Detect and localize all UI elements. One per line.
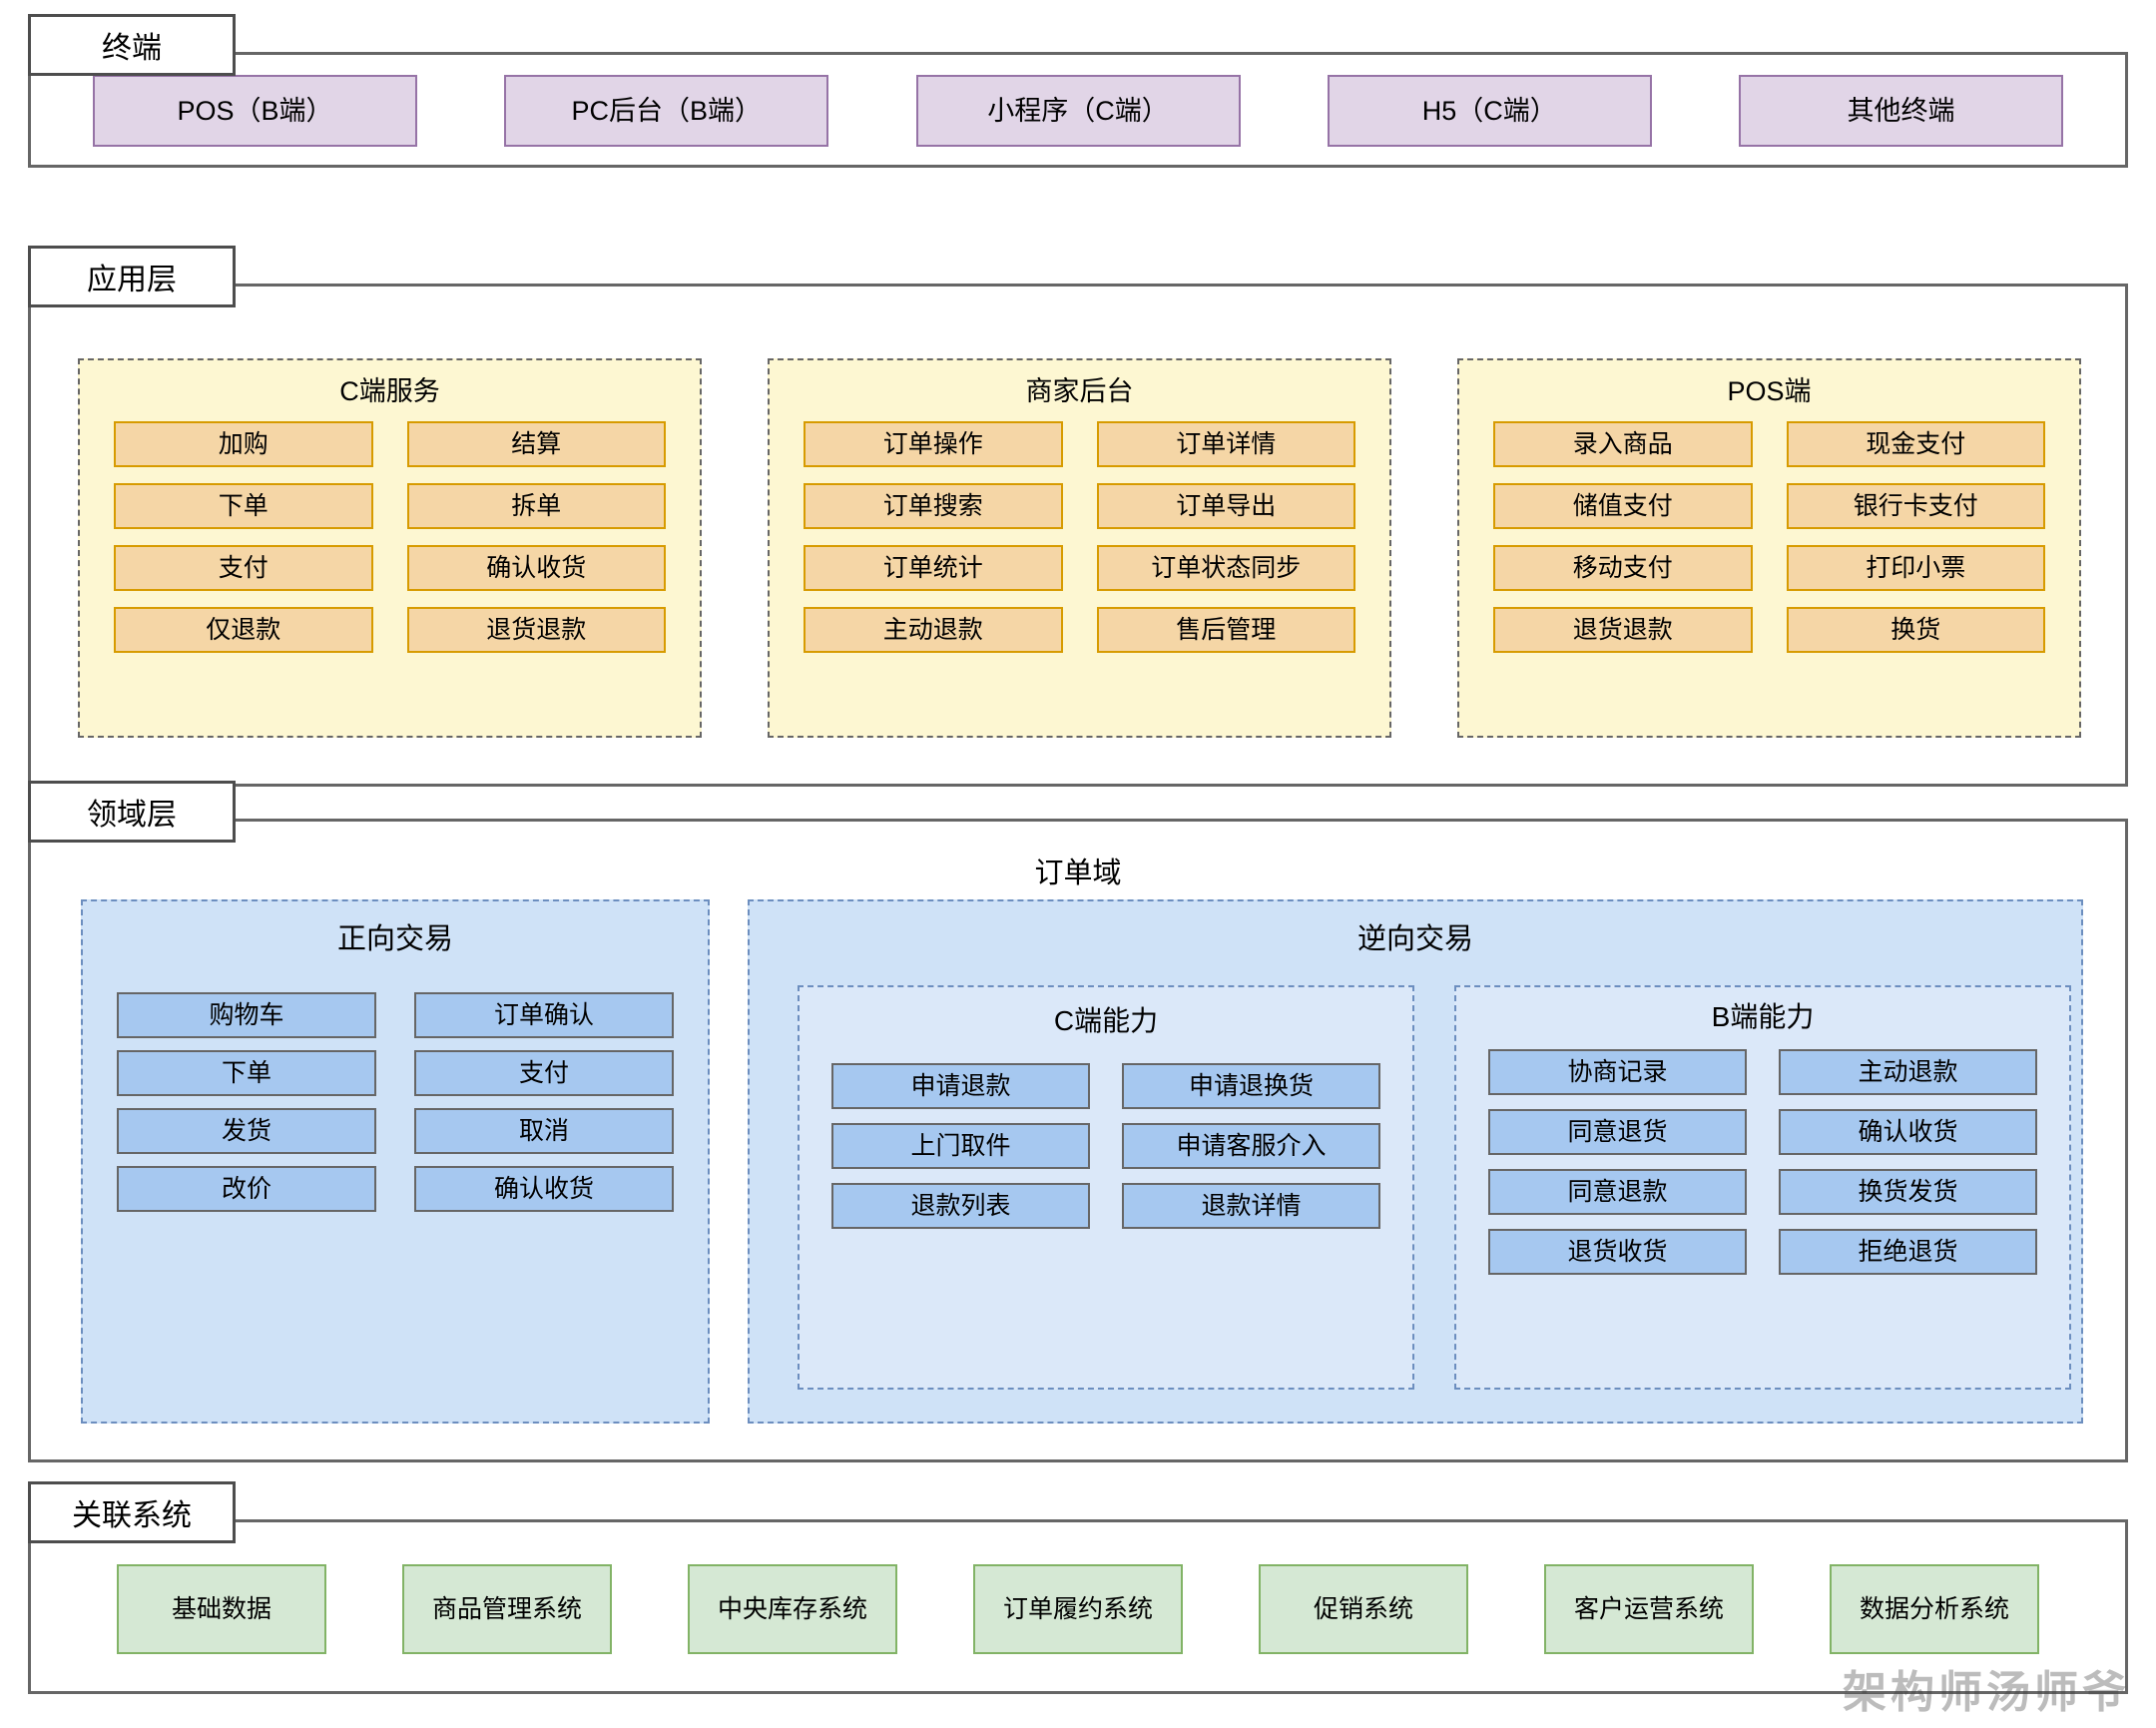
application-item[interactable]: 打印小票 [1786,545,2045,591]
related-systems-layer: 关联系统 基础数据 商品管理系统 中央库存系统 订单履约系统 促销系统 客户运营… [28,1481,2128,1694]
application-item[interactable]: 下单 [114,483,373,529]
terminal-item[interactable]: 小程序（C端） [915,75,1241,147]
domain-item[interactable]: 同意退货 [1488,1109,1747,1155]
domain-item[interactable]: 同意退款 [1488,1169,1747,1215]
application-item[interactable]: 加购 [114,421,373,467]
domain-item[interactable]: 发货 [117,1108,376,1154]
application-layer: 应用层 C端服务 加购 结算 下单 拆单 支付 确认收货 仅退款 退货退款 商家… [28,246,2128,787]
subgroup-grid: 申请退款 申请退换货 上门取件 申请客服介入 退款列表 退款详情 [800,1063,1412,1229]
related-systems-layer-tab: 关联系统 [28,1481,236,1543]
terminal-item[interactable]: 其他终端 [1739,75,2063,147]
group-grid: 购物车 订单确认 下单 支付 发货 取消 改价 确认收货 [83,992,708,1212]
application-item[interactable]: 退货退款 [406,607,666,653]
group-title: 正向交易 [336,923,453,955]
related-system-item[interactable]: 数据分析系统 [1830,1564,2039,1654]
domain-subgroup-b-capability: B端能力 协商记录 主动退款 同意退货 确认收货 同意退款 换货发货 退货收货 … [1454,985,2071,1390]
domain-subgroup-c-capability: C端能力 申请退款 申请退换货 上门取件 申请客服介入 退款列表 退款详情 [798,985,1414,1390]
application-item[interactable]: 结算 [406,421,666,467]
domain-group-reverse-transaction: 逆向交易 C端能力 申请退款 申请退换货 上门取件 申请客服介入 退款列表 退款… [748,899,2083,1424]
application-item[interactable]: 主动退款 [804,607,1063,653]
application-item[interactable]: 储值支付 [1493,483,1753,529]
group-title: C端服务 [339,376,440,406]
subgroup-grid: 协商记录 主动退款 同意退货 确认收货 同意退款 换货发货 退货收货 拒绝退货 [1456,1049,2069,1275]
related-systems-row: 基础数据 商品管理系统 中央库存系统 订单履约系统 促销系统 客户运营系统 数据… [31,1564,2125,1654]
application-item[interactable]: 订单状态同步 [1096,545,1355,591]
terminal-layer-title: 终端 [102,32,162,65]
application-group-merchant-backend: 商家后台 订单操作 订单详情 订单搜索 订单导出 订单统计 订单状态同步 主动退… [768,358,1391,738]
subgroup-title: C端能力 [1053,1005,1159,1036]
domain-item[interactable]: 订单确认 [414,992,674,1038]
group-title: POS端 [1727,376,1812,406]
terminal-layer-tab: 终端 [28,14,236,76]
terminal-item[interactable]: POS（B端） [93,75,417,147]
application-item[interactable]: 订单统计 [804,545,1063,591]
domain-item[interactable]: 拒绝退货 [1779,1229,2037,1275]
domain-item[interactable]: 主动退款 [1779,1049,2037,1095]
application-item[interactable]: 订单搜索 [804,483,1063,529]
domain-item[interactable]: 下单 [117,1050,376,1096]
domain-item[interactable]: 确认收货 [1779,1109,2037,1155]
domain-item[interactable]: 换货发货 [1779,1169,2037,1215]
application-layer-tab: 应用层 [28,246,236,307]
domain-item[interactable]: 确认收货 [414,1166,674,1212]
related-system-item[interactable]: 商品管理系统 [402,1564,612,1654]
related-system-item[interactable]: 客户运营系统 [1544,1564,1754,1654]
related-system-item[interactable]: 促销系统 [1259,1564,1468,1654]
application-item[interactable]: 支付 [114,545,373,591]
group-title: 商家后台 [1025,376,1134,406]
application-item[interactable]: 移动支付 [1493,545,1753,591]
domain-layer-tab: 领域层 [28,781,236,843]
application-item[interactable]: 录入商品 [1493,421,1753,467]
group-grid: 加购 结算 下单 拆单 支付 确认收货 仅退款 退货退款 [80,421,700,653]
group-title: 逆向交易 [1356,923,1473,955]
application-item[interactable]: 换货 [1786,607,2045,653]
order-domain-title: 订单域 [1034,858,1122,889]
application-group-pos: POS端 录入商品 现金支付 储值支付 银行卡支付 移动支付 打印小票 退货退款… [1457,358,2081,738]
domain-item[interactable]: 申请退款 [831,1063,1090,1109]
terminal-items-row: POS（B端） PC后台（B端） 小程序（C端） H5（C端） 其他终端 [31,75,2125,147]
domain-item[interactable]: 退款详情 [1122,1183,1380,1229]
application-item[interactable]: 订单导出 [1096,483,1355,529]
domain-item[interactable]: 支付 [414,1050,674,1096]
domain-item[interactable]: 取消 [414,1108,674,1154]
domain-item[interactable]: 退款列表 [831,1183,1090,1229]
terminal-layer: 终端 POS（B端） PC后台（B端） 小程序（C端） H5（C端） 其他终端 [28,14,2128,168]
group-grid: 订单操作 订单详情 订单搜索 订单导出 订单统计 订单状态同步 主动退款 售后管… [770,421,1389,653]
application-item[interactable]: 银行卡支付 [1786,483,2045,529]
domain-item[interactable]: 上门取件 [831,1123,1090,1169]
related-system-item[interactable]: 基础数据 [117,1564,326,1654]
application-group-c-service: C端服务 加购 结算 下单 拆单 支付 确认收货 仅退款 退货退款 [78,358,702,738]
terminal-item[interactable]: H5（C端） [1327,75,1652,147]
application-item[interactable]: 仅退款 [114,607,373,653]
application-item[interactable]: 订单详情 [1096,421,1355,467]
domain-group-forward-transaction: 正向交易 购物车 订单确认 下单 支付 发货 取消 改价 确认收货 [81,899,710,1424]
application-item[interactable]: 拆单 [406,483,666,529]
domain-layer-title: 领域层 [87,799,177,832]
domain-item[interactable]: 协商记录 [1488,1049,1747,1095]
application-item[interactable]: 售后管理 [1096,607,1355,653]
application-layer-title: 应用层 [87,264,177,296]
subgroup-title: B端能力 [1711,1001,1815,1032]
group-grid: 录入商品 现金支付 储值支付 银行卡支付 移动支付 打印小票 退货退款 换货 [1459,421,2079,653]
application-item[interactable]: 订单操作 [804,421,1063,467]
related-system-item[interactable]: 订单履约系统 [973,1564,1183,1654]
domain-item[interactable]: 改价 [117,1166,376,1212]
domain-item[interactable]: 申请客服介入 [1122,1123,1380,1169]
application-item[interactable]: 确认收货 [406,545,666,591]
application-item[interactable]: 现金支付 [1786,421,2045,467]
domain-layer: 领域层 订单域 正向交易 购物车 订单确认 下单 支付 发货 取消 改价 确认收… [28,781,2128,1462]
terminal-item[interactable]: PC后台（B端） [504,75,829,147]
domain-item[interactable]: 申请退换货 [1122,1063,1380,1109]
domain-item[interactable]: 退货收货 [1488,1229,1747,1275]
related-system-item[interactable]: 中央库存系统 [688,1564,897,1654]
domain-item[interactable]: 购物车 [117,992,376,1038]
application-item[interactable]: 退货退款 [1493,607,1753,653]
related-systems-layer-title: 关联系统 [72,1499,192,1532]
